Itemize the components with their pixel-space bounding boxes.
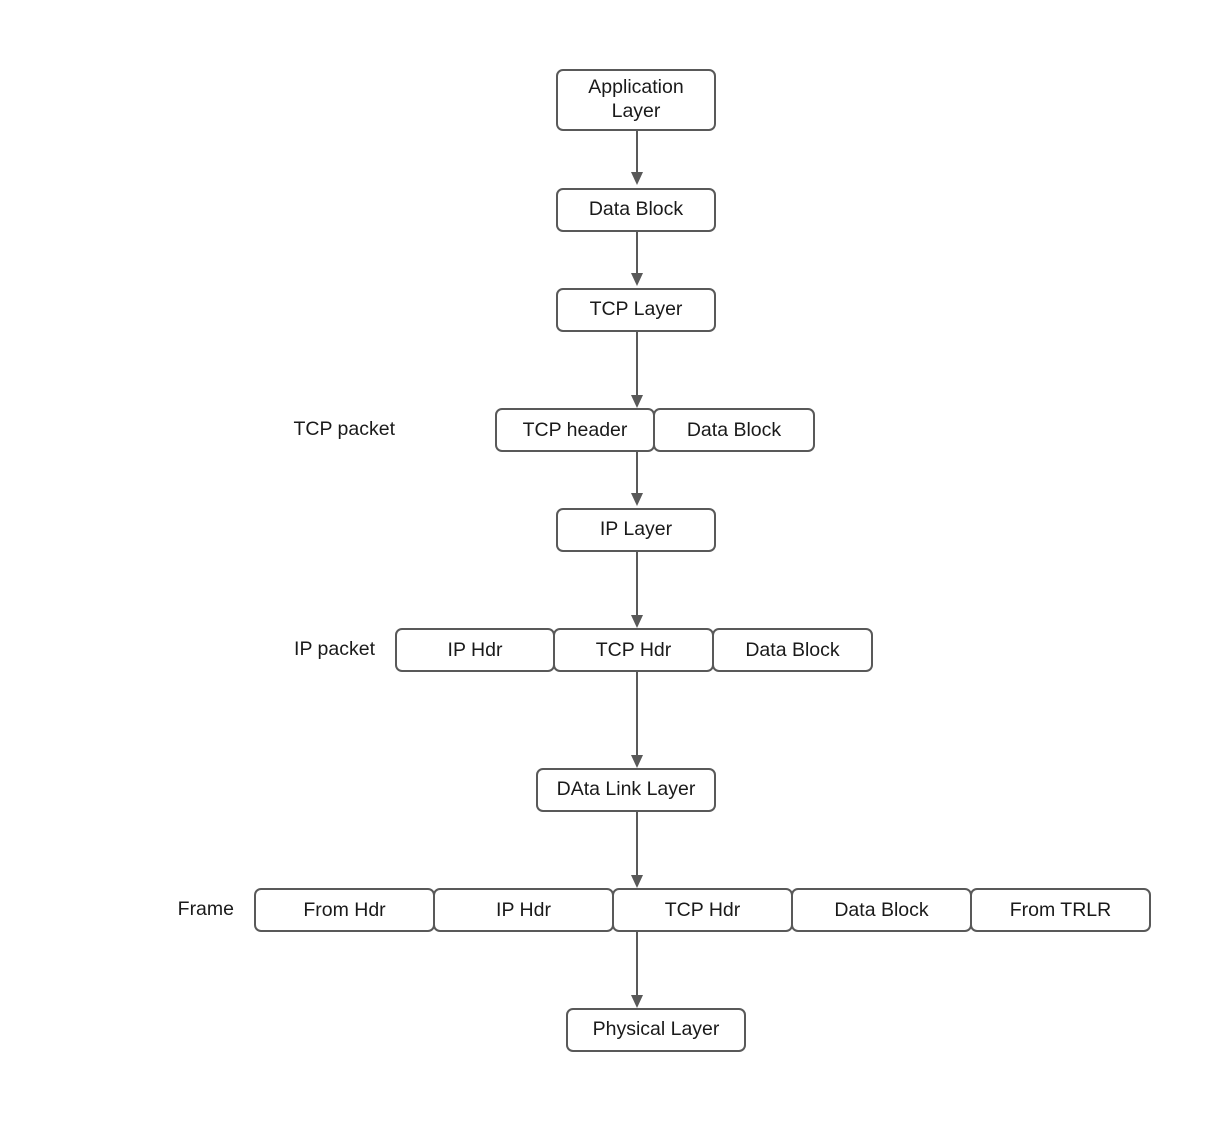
ip_packet-segment[interactable]: IP Hdr: [395, 628, 555, 672]
frame-segment[interactable]: TCP Hdr: [612, 888, 793, 932]
frame-segment[interactable]: From Hdr: [254, 888, 435, 932]
caption-tcp-packet: TCP packet: [293, 418, 395, 440]
node-data-block[interactable]: Data Block: [556, 188, 716, 232]
caption-ip-packet: IP packet: [294, 638, 375, 660]
node-application-layer[interactable]: Application Layer: [556, 69, 716, 131]
node-data-link-layer[interactable]: DAta Link Layer: [536, 768, 716, 812]
tcp_packet-segment[interactable]: TCP header: [495, 408, 655, 452]
caption-frame: Frame: [177, 898, 234, 920]
node-physical-layer[interactable]: Physical Layer: [566, 1008, 746, 1052]
frame-segment[interactable]: From TRLR: [970, 888, 1151, 932]
frame-segment[interactable]: Data Block: [791, 888, 972, 932]
ip_packet-segment[interactable]: Data Block: [712, 628, 873, 672]
tcp_packet-segment[interactable]: Data Block: [653, 408, 815, 452]
ip_packet-segment[interactable]: TCP Hdr: [553, 628, 714, 672]
node-ip-layer[interactable]: IP Layer: [556, 508, 716, 552]
node-tcp-layer[interactable]: TCP Layer: [556, 288, 716, 332]
frame-segment[interactable]: IP Hdr: [433, 888, 614, 932]
